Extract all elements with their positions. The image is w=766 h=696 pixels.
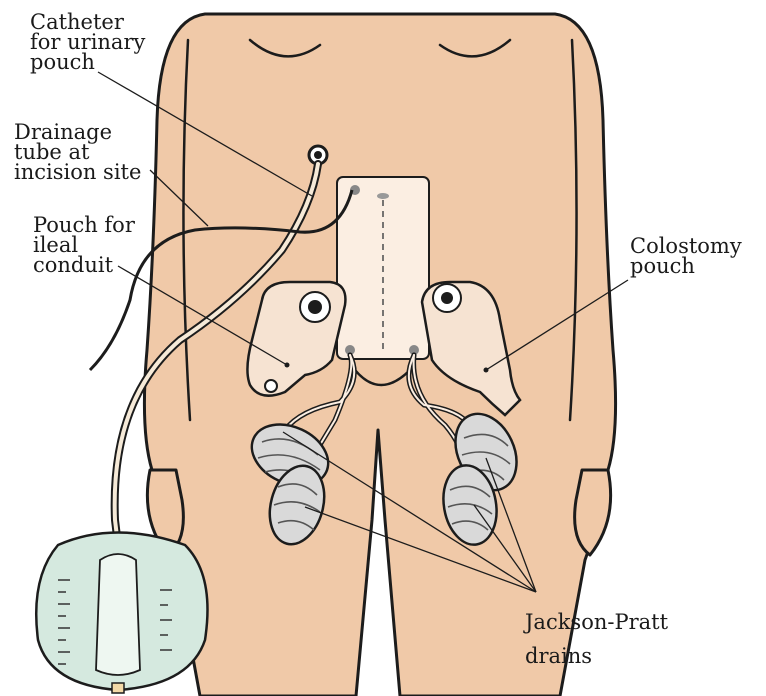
label-line: Catheter	[30, 12, 145, 32]
label-drainage-tube: Drainage tube at incision site	[14, 122, 141, 182]
label-line: ileal	[33, 235, 135, 255]
label-jackson-pratt-drains: Jackson-Pratt drains	[525, 605, 668, 673]
label-line: Pouch for	[33, 215, 135, 235]
label-line: conduit	[33, 255, 135, 275]
label-line: Colostomy	[630, 236, 742, 256]
urinary-collection-bag	[36, 533, 207, 694]
right-hand	[575, 470, 611, 555]
label-line: Jackson-Pratt	[525, 605, 668, 639]
label-line: tube at	[14, 142, 141, 162]
label-line: for urinary	[30, 32, 145, 52]
label-ileal-conduit-pouch: Pouch for ileal conduit	[33, 215, 135, 275]
incision-dressing	[337, 177, 429, 359]
label-line: pouch	[30, 52, 145, 72]
label-catheter-for-urinary-pouch: Catheter for urinary pouch	[30, 12, 145, 72]
label-colostomy-pouch: Colostomy pouch	[630, 236, 742, 276]
label-line: drains	[525, 639, 668, 673]
label-line: Drainage	[14, 122, 141, 142]
label-line: pouch	[630, 256, 742, 276]
label-line: incision site	[14, 162, 141, 182]
